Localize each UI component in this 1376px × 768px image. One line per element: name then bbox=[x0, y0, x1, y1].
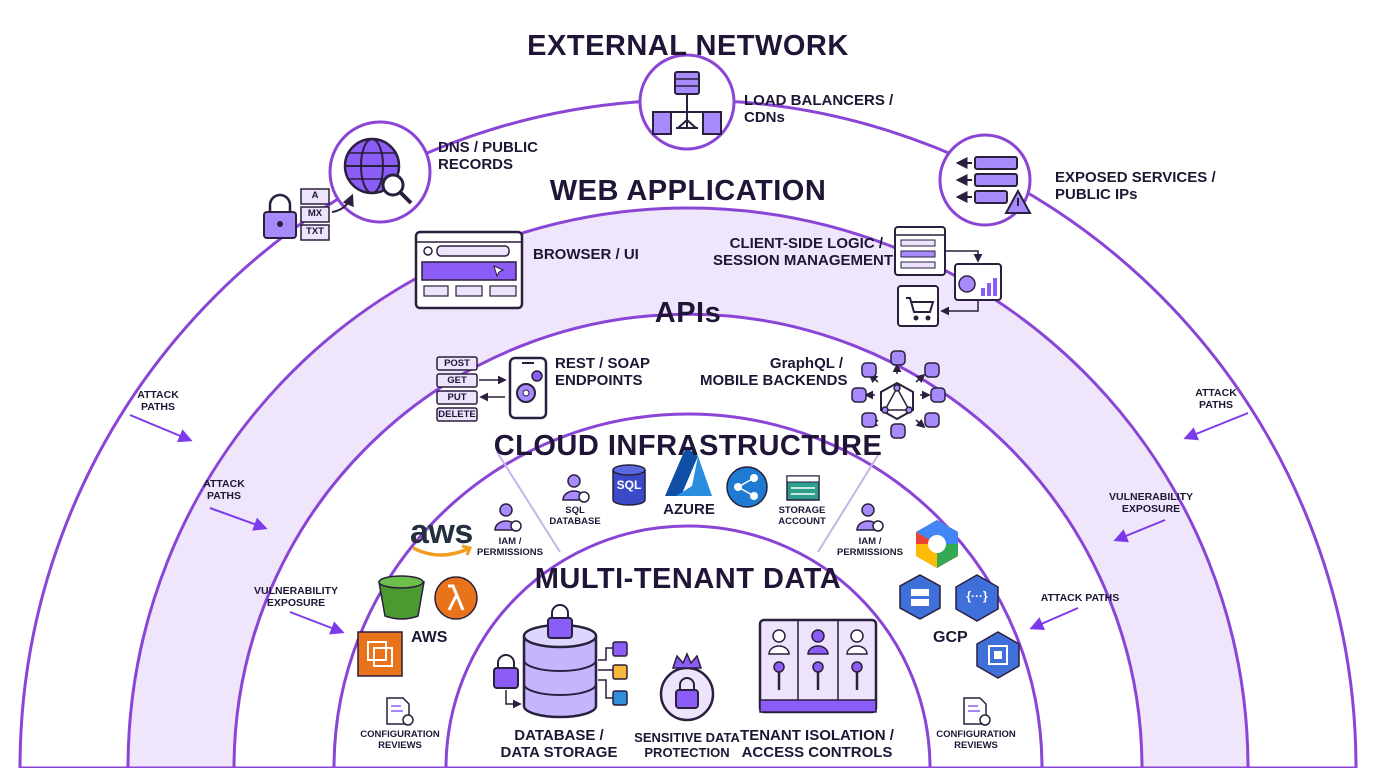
storage-account-label: STORAGE ACCOUNT bbox=[778, 505, 826, 527]
client-side-logic-icon bbox=[894, 226, 1002, 327]
arrow-vuln-left bbox=[289, 611, 345, 635]
exposed-services-label: EXPOSED SERVICES / PUBLIC IPs bbox=[1055, 169, 1216, 203]
gcp-logo-icon bbox=[916, 520, 958, 568]
browser-ui-label: BROWSER / UI bbox=[533, 246, 639, 263]
arrow-attack-paths-4 bbox=[1029, 607, 1079, 630]
method-get: GET bbox=[447, 375, 467, 386]
arrow-attack-paths-1 bbox=[129, 414, 193, 443]
attack-paths-label-1: ATTACK PATHS bbox=[137, 389, 179, 413]
gcp-functions-icon bbox=[955, 574, 999, 622]
sql-database-label: SQL DATABASE bbox=[549, 505, 601, 527]
aws-logo-text: aws bbox=[410, 513, 473, 551]
arrow-vuln-right bbox=[1113, 519, 1166, 543]
layer-title-apis: APIs bbox=[654, 297, 722, 329]
config-review-right-icon bbox=[963, 697, 991, 726]
layer-title-external-network: EXTERNAL NETWORK bbox=[527, 30, 849, 62]
iam-right-label: IAM / PERMISSIONS bbox=[837, 536, 903, 558]
vuln-exposure-right-label: VULNERABILITY EXPOSURE bbox=[1109, 491, 1193, 515]
dns-record-mx: MX bbox=[307, 208, 323, 219]
attack-paths-label-4: ATTACK PATHS bbox=[1040, 592, 1120, 604]
gcp-storage-icon bbox=[899, 574, 941, 620]
database-label: DATABASE / DATA STORAGE bbox=[500, 727, 618, 761]
aws-label: AWS bbox=[411, 629, 448, 646]
aws-lambda-icon bbox=[434, 576, 478, 620]
dns-record-txt: TXT bbox=[306, 226, 324, 237]
dns-globe-icon bbox=[328, 120, 432, 224]
azure-label: AZURE bbox=[663, 501, 715, 518]
dns-records-icon bbox=[263, 188, 354, 241]
arrow-attack-paths-3 bbox=[1183, 412, 1249, 441]
client-side-label: CLIENT-SIDE LOGIC / SESSION MANAGEMENT bbox=[713, 235, 894, 269]
gcp-compute-icon bbox=[976, 631, 1020, 679]
exposed-services-icon bbox=[938, 133, 1032, 227]
sql-database-icon bbox=[612, 464, 646, 506]
layer-title-cloud-infrastructure: CLOUD INFRASTRUCTURE bbox=[493, 430, 883, 462]
rest-soap-label: REST / SOAP ENDPOINTS bbox=[555, 355, 651, 389]
cloud-divider-left bbox=[496, 451, 561, 553]
aws-s3-bucket-icon bbox=[378, 575, 425, 620]
iam-left-icon bbox=[494, 503, 522, 532]
attack-paths-label-3: ATTACK PATHS bbox=[1195, 387, 1237, 411]
sql-icon-text: SQL bbox=[616, 478, 642, 492]
vuln-exposure-left-label: VULNERABILITY EXPOSURE bbox=[254, 585, 338, 609]
method-post: POST bbox=[444, 358, 470, 369]
graphql-icon bbox=[851, 350, 946, 439]
sql-user-icon bbox=[562, 474, 590, 503]
iam-left-label: IAM / PERMISSIONS bbox=[477, 536, 543, 558]
arrow-attack-paths-2 bbox=[209, 507, 268, 531]
config-left-label: CONFIGURATION REVIEWS bbox=[360, 729, 440, 751]
iam-right-icon bbox=[856, 503, 884, 532]
config-right-label: CONFIGURATION REVIEWS bbox=[936, 729, 1016, 751]
browser-window-icon bbox=[414, 230, 524, 310]
load-balancers-label: LOAD BALANCERS / CDNs bbox=[744, 92, 894, 126]
aws-ec2-icon bbox=[357, 631, 403, 677]
http-methods-icon bbox=[436, 356, 507, 422]
load-balancer-icon bbox=[638, 53, 736, 151]
gcp-functions-glyph: {···} bbox=[966, 589, 988, 603]
method-delete: DELETE bbox=[438, 409, 476, 420]
azure-logo-icon bbox=[665, 447, 712, 496]
cloud-divider-right bbox=[817, 451, 881, 553]
graphql-label: GraphQL / MOBILE BACKENDS bbox=[700, 355, 848, 389]
crown-lock-icon bbox=[659, 652, 715, 722]
dns-record-a: A bbox=[311, 190, 319, 201]
database-icon bbox=[493, 604, 628, 719]
storage-account-icon bbox=[786, 475, 820, 501]
layer-title-multi-tenant-data: MULTI-TENANT DATA bbox=[534, 563, 842, 595]
mobile-endpoint-icon bbox=[508, 356, 548, 420]
attack-arrows bbox=[129, 412, 1249, 635]
tenant-isolation-icon bbox=[758, 618, 878, 714]
azure-network-icon bbox=[726, 466, 768, 508]
layer-title-web-application: WEB APPLICATION bbox=[549, 175, 827, 207]
method-put: PUT bbox=[447, 392, 467, 403]
dns-label: DNS / PUBLIC RECORDS bbox=[438, 139, 539, 173]
aws-smile-icon bbox=[412, 544, 473, 557]
rings bbox=[18, 98, 1358, 768]
sensitive-data-label: SENSITIVE DATA PROTECTION bbox=[634, 730, 740, 760]
gcp-label: GCP bbox=[933, 629, 968, 646]
config-review-left-icon bbox=[386, 697, 414, 726]
tenant-isolation-label: TENANT ISOLATION / ACCESS CONTROLS bbox=[740, 727, 894, 761]
attack-paths-label-2: ATTACK PATHS bbox=[203, 478, 245, 502]
